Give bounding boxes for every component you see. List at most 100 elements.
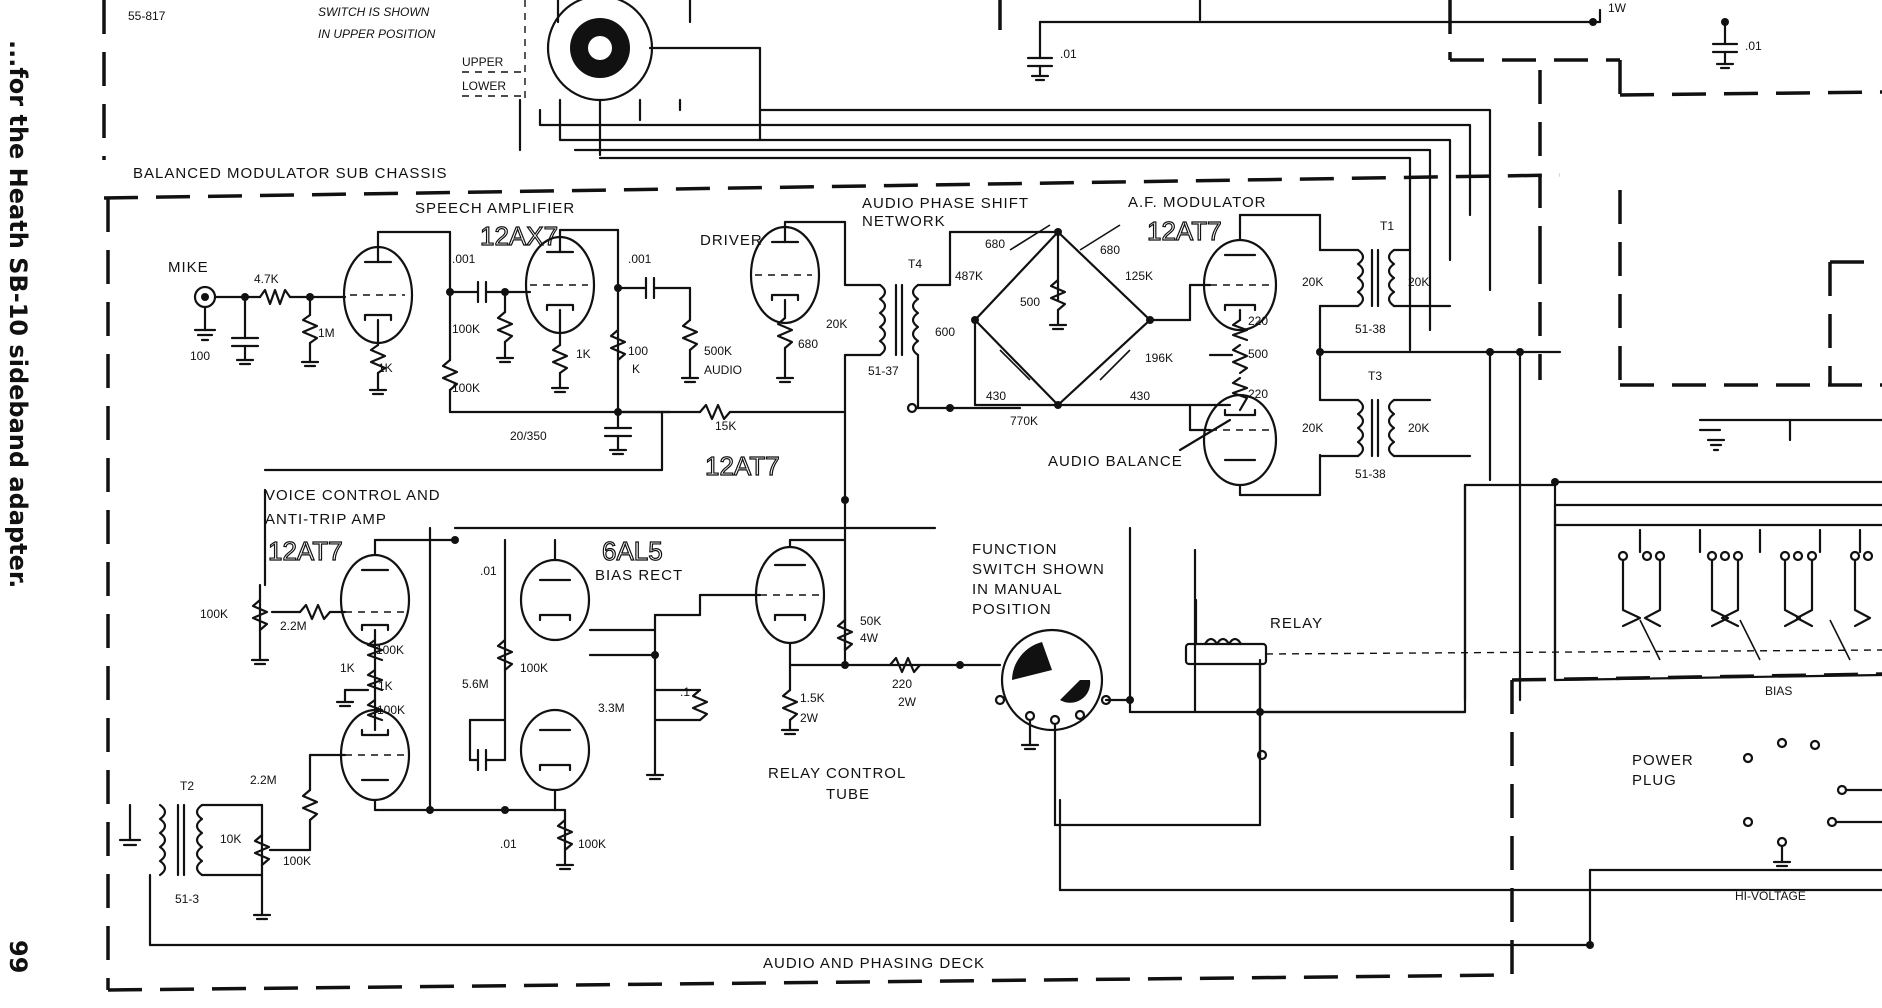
wafer-switch bbox=[518, 0, 762, 157]
terminal-strip bbox=[1617, 528, 1874, 661]
driver-label: DRIVER bbox=[700, 232, 763, 249]
c-680-a: 680 bbox=[985, 237, 1005, 251]
cap-top-01a: .01 bbox=[1060, 47, 1077, 61]
phase-shift-label-2: NETWORK bbox=[862, 213, 946, 230]
t3-label: T3 bbox=[1368, 369, 1382, 383]
resistor-1w: 1W bbox=[1608, 1, 1627, 15]
t4-label: T4 bbox=[908, 257, 922, 271]
r-100k-a: 100K bbox=[452, 322, 480, 336]
r-15k: 15K bbox=[715, 419, 736, 433]
decoupling-network bbox=[263, 403, 847, 472]
t4-part: 51-37 bbox=[868, 364, 899, 378]
c-20-350: 20/350 bbox=[510, 429, 547, 443]
top-capacitors bbox=[1026, 38, 1739, 82]
t2-part: 51-3 bbox=[175, 892, 199, 906]
t2-10k: 10K bbox=[220, 832, 241, 846]
t3-20k-b: 20K bbox=[1408, 421, 1429, 435]
speech-amplifier-label: SPEECH AMPLIFIER bbox=[415, 200, 575, 217]
audio-label: AUDIO bbox=[704, 363, 742, 377]
r-100k-d: 100K bbox=[376, 643, 404, 657]
r-1m: 1M bbox=[318, 326, 335, 340]
relay-control-tube bbox=[698, 410, 964, 736]
r-500k: 500K bbox=[704, 344, 732, 358]
r-196k: 196K bbox=[1145, 351, 1173, 365]
c-001-a: .001 bbox=[452, 252, 476, 266]
relay-tube-type-label: 12AT7 bbox=[705, 451, 780, 481]
r-100-c: 100 bbox=[628, 344, 648, 358]
relay-tube-label-1: RELAY CONTROL bbox=[768, 765, 906, 782]
balanced-modulator-label: BALANCED MODULATOR SUB CHASSIS bbox=[133, 165, 448, 182]
r-100k-g: 100K bbox=[578, 837, 606, 851]
r-1-5k: 1.5K bbox=[800, 691, 825, 705]
c-100: 100 bbox=[190, 349, 210, 363]
r-500: 500 bbox=[1020, 295, 1040, 309]
switch-note-line2: IN UPPER POSITION bbox=[318, 27, 436, 41]
speech-amp-tube-label: 12AX7 bbox=[480, 221, 558, 251]
part-code-label: 55-817 bbox=[128, 9, 166, 23]
phase-shift-label-1: AUDIO PHASE SHIFT bbox=[862, 195, 1029, 212]
power-plug-label-1: POWER bbox=[1632, 752, 1694, 769]
t3-part: 51-38 bbox=[1355, 467, 1386, 481]
r-125k: 125K bbox=[1125, 269, 1153, 283]
af-modulator-tube-label: 12AT7 bbox=[1147, 216, 1222, 246]
r-220-a: 220 bbox=[1248, 314, 1268, 328]
t1-transformer bbox=[1318, 248, 1452, 354]
c-1: .1 bbox=[680, 685, 690, 699]
bias-label: BIAS bbox=[1765, 684, 1792, 698]
voice-control-tube-label: 12AT7 bbox=[268, 536, 343, 566]
r-3-3m: 3.3M bbox=[598, 701, 625, 715]
function-switch bbox=[958, 526, 1882, 892]
audio-phasing-deck-label: AUDIO AND PHASING DECK bbox=[763, 955, 985, 972]
function-switch-label-3: IN MANUAL bbox=[972, 581, 1063, 598]
mike-jack-icon bbox=[193, 285, 217, 309]
bias-rect-label: BIAS RECT bbox=[595, 567, 683, 584]
t4-600: 600 bbox=[935, 325, 955, 339]
af-modulator-label: A.F. MODULATOR bbox=[1128, 194, 1266, 211]
r-100k-vc: 100K bbox=[200, 607, 228, 621]
r-220-c-watt: 2W bbox=[898, 695, 917, 709]
t3-transformer bbox=[1316, 348, 1562, 702]
t1-20k-b: 20K bbox=[1408, 275, 1429, 289]
t1-20k-a: 20K bbox=[1302, 275, 1323, 289]
speech-amp-tube-1 bbox=[342, 230, 452, 396]
r-50k-watt: 4W bbox=[860, 631, 879, 645]
page-number: 99 bbox=[4, 940, 32, 973]
c-430-b: 430 bbox=[1130, 389, 1150, 403]
r-100-c-k: K bbox=[632, 362, 640, 376]
function-switch-label-2: SWITCH SHOWN bbox=[972, 561, 1105, 578]
r-500-b: 500 bbox=[1248, 347, 1268, 361]
function-switch-label-1: FUNCTION bbox=[972, 541, 1058, 558]
switch-note-line1: SWITCH IS SHOWN bbox=[318, 5, 430, 19]
side-caption: 99 ...for the Heath SB-10 sideband adapt… bbox=[4, 40, 32, 973]
upper-bus-wires bbox=[538, 0, 1729, 352]
mike-input-circuit bbox=[193, 288, 347, 368]
driver-coupling bbox=[609, 228, 700, 416]
r-4-7k: 4.7K bbox=[254, 272, 279, 286]
r-2-2m-a: 2.2M bbox=[280, 619, 307, 633]
r-2-2m-b: 2.2M bbox=[250, 773, 277, 787]
cap-top-01b: .01 bbox=[1745, 39, 1762, 53]
r-5-6m: 5.6M bbox=[462, 677, 489, 691]
power-plug-label-2: PLUG bbox=[1632, 772, 1677, 789]
right-connector-area bbox=[1463, 418, 1882, 702]
t4-transformer bbox=[843, 230, 1060, 414]
r-100k-f: 100K bbox=[520, 661, 548, 675]
t2-transformer bbox=[118, 803, 1594, 949]
r-100k-e: 100K bbox=[377, 703, 405, 717]
lower-right-bus bbox=[1258, 483, 1882, 947]
voice-control-label-1: VOICE CONTROL AND bbox=[265, 487, 441, 504]
t4-20k: 20K bbox=[826, 317, 847, 331]
r-220-c: 220 bbox=[892, 677, 912, 691]
speech-amp-tube-2 bbox=[524, 228, 620, 394]
lower-label: LOWER bbox=[462, 79, 506, 93]
bias-rect-tube bbox=[426, 536, 709, 871]
mike-label: MIKE bbox=[168, 259, 209, 276]
bias-rect-tube-label: 6AL5 bbox=[602, 536, 663, 566]
relay-tube-label-2: TUBE bbox=[826, 786, 870, 803]
r-770k: 770K bbox=[1010, 414, 1038, 428]
r-1k-c: 1K bbox=[340, 661, 355, 675]
t2-100k: 100K bbox=[283, 854, 311, 868]
r-220-b: 220 bbox=[1248, 387, 1268, 401]
audio-balance-label: AUDIO BALANCE bbox=[1048, 453, 1183, 470]
